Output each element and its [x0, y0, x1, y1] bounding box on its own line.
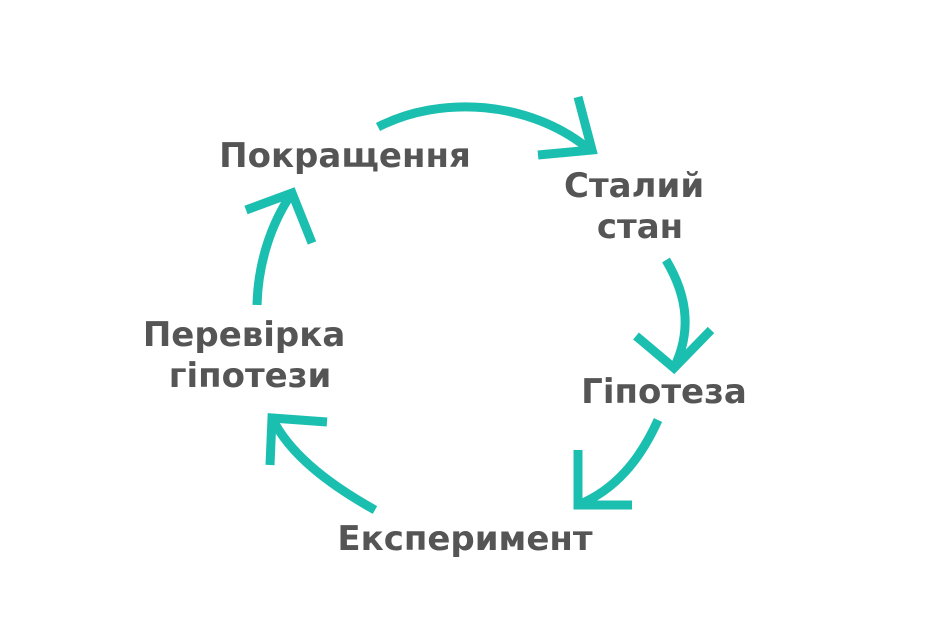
arrow-experiment-to-hypothesis-check — [265, 413, 378, 514]
arrow-hypothesis-check-to-improvement — [244, 187, 317, 306]
label-hypothesis-check: Перевірка гіпотези — [143, 315, 357, 396]
label-experiment-line: Експеримент — [337, 519, 593, 559]
label-hypothesis-line: Гіпотеза — [581, 372, 747, 412]
arrow-steady-state-to-hypothesis — [633, 257, 715, 375]
label-hypothesis-check-line-2: гіпотези — [169, 356, 332, 396]
label-steady-state-line-1: Сталий — [564, 166, 704, 206]
label-steady-state: Сталий стан — [564, 166, 716, 247]
label-improvement-line: Покращення — [219, 136, 471, 176]
label-steady-state-line-2: стан — [597, 207, 683, 247]
label-experiment: Експеримент — [337, 519, 593, 559]
label-improvement: Покращення — [219, 136, 471, 176]
label-hypothesis-check-line-1: Перевірка — [143, 315, 345, 355]
arrow-improvement-to-steady-state — [375, 95, 598, 160]
arrow-hypothesis-to-experiment — [573, 418, 663, 510]
label-hypothesis: Гіпотеза — [581, 372, 747, 412]
